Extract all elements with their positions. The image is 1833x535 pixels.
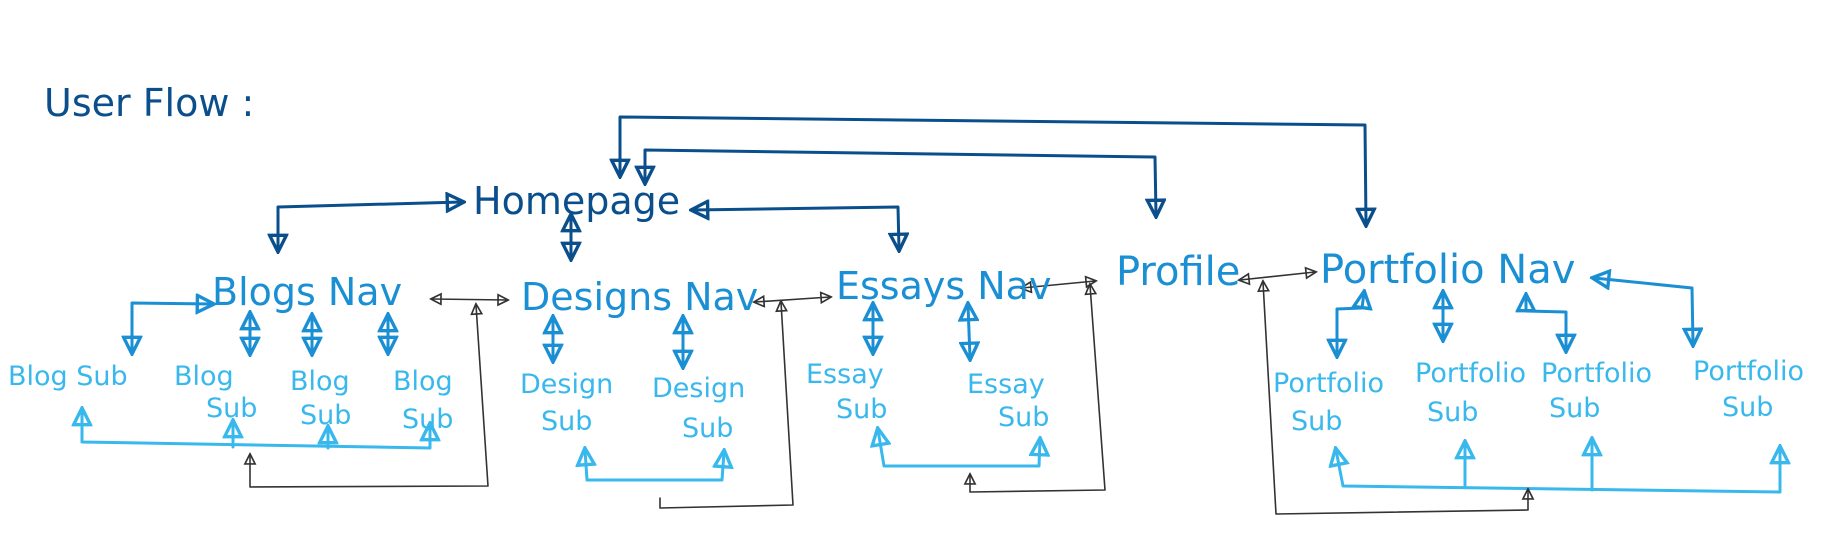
node-essay-sub-2-line-1: Essay <box>967 369 1045 400</box>
node-design-sub-2-line-2: Sub <box>682 413 733 444</box>
arrow-essays-profile-black <box>970 285 1106 493</box>
node-blog-sub-4-line-2: Sub <box>402 404 453 435</box>
node-essay-sub-1-line-1: Essay <box>806 359 884 390</box>
node-homepage: Homepage <box>473 179 680 223</box>
node-blog-sub-4: Blog Sub <box>393 366 461 435</box>
node-blog-sub-2-line-1: Blog <box>174 361 234 392</box>
node-portfolio-sub-4-line-1: Portfolio <box>1693 356 1804 387</box>
labels: User Flow : Homepage Blogs Nav Designs N… <box>8 81 1813 444</box>
node-design-sub-2: Design Sub <box>652 373 754 444</box>
arrow-designs-essays-black <box>659 302 794 509</box>
node-portfolio-sub-2-line-1: Portfolio <box>1415 358 1526 389</box>
node-essay-sub-1-line-2: Sub <box>836 394 887 425</box>
arrow-homepage-profile <box>645 148 1156 215</box>
node-design-sub-2-line-1: Design <box>652 373 745 404</box>
arrow-portfolio-subs-link <box>1336 448 1780 494</box>
node-blog-sub-2-line-2: Sub <box>206 393 257 424</box>
node-blog-sub-2: Blog Sub <box>174 361 257 424</box>
node-portfolio-sub-1-line-2: Sub <box>1291 406 1342 437</box>
node-designs-nav: Designs Nav <box>521 275 758 319</box>
arrow-homepage-essays-nav <box>693 207 899 249</box>
node-blog-sub-1: Blog Sub <box>8 361 128 392</box>
node-portfolio-sub-2: Portfolio Sub <box>1415 358 1535 428</box>
node-blog-sub-3: Blog Sub <box>290 366 358 431</box>
arrow-homepage-portfolio-nav <box>620 115 1366 224</box>
arrow-portfolio-nav-sub-3 <box>1526 296 1566 350</box>
arrow-essays-nav-essay-sub-2 <box>968 305 970 358</box>
node-portfolio-sub-2-line-2: Sub <box>1427 397 1478 428</box>
node-blog-sub-3-line-1: Blog <box>290 366 350 397</box>
arrow-essays-nav-profile-black <box>1022 281 1095 288</box>
node-blog-sub-3-line-2: Sub <box>300 400 351 431</box>
node-portfolio-sub-4: Portfolio Sub <box>1693 356 1813 423</box>
arrow-designs-nav-essays-nav-black <box>755 297 830 302</box>
node-profile: Profile <box>1116 249 1240 295</box>
node-essays-nav: Essays Nav <box>836 264 1051 308</box>
arrow-homepage-blogs-nav <box>278 202 462 250</box>
node-portfolio-sub-3-line-2: Sub <box>1549 393 1600 424</box>
node-portfolio-sub-1-line-1: Portfolio <box>1273 368 1384 399</box>
node-portfolio-sub-4-line-2: Sub <box>1722 392 1773 423</box>
arrow-blogs-nav-designs-nav-black <box>432 299 507 300</box>
node-portfolio-sub-3-line-1: Portfolio <box>1541 358 1652 389</box>
page-title: User Flow : <box>44 81 254 125</box>
arrows <box>82 115 1780 515</box>
node-design-sub-1: Design Sub <box>520 369 622 437</box>
arrow-portfolio-subs-profile-black <box>1263 282 1528 515</box>
node-portfolio-sub-3: Portfolio Sub <box>1541 358 1661 424</box>
node-essay-sub-1: Essay Sub <box>806 359 892 425</box>
arrow-essay-subs-link <box>878 430 1040 468</box>
node-essay-sub-2: Essay Sub <box>967 369 1053 433</box>
node-design-sub-1-line-1: Design <box>520 369 613 400</box>
arrow-design-subs-link <box>585 450 724 482</box>
arrow-blogs-designs-black <box>250 305 489 488</box>
arrow-portfolio-nav-sub-1 <box>1337 293 1364 355</box>
arrow-profile-portfolio-nav-black <box>1240 272 1315 280</box>
node-blogs-nav: Blogs Nav <box>212 270 402 314</box>
node-blog-sub-4-line-1: Blog <box>393 366 453 397</box>
node-portfolio-sub-1: Portfolio Sub <box>1273 368 1393 437</box>
node-design-sub-1-line-2: Sub <box>541 406 592 437</box>
arrow-portfolio-nav-sub-4 <box>1594 278 1693 344</box>
arrow-blogs-nav-blog-sub-1 <box>132 303 212 352</box>
node-essay-sub-2-line-2: Sub <box>998 402 1049 433</box>
node-portfolio-nav: Portfolio Nav <box>1320 247 1575 293</box>
